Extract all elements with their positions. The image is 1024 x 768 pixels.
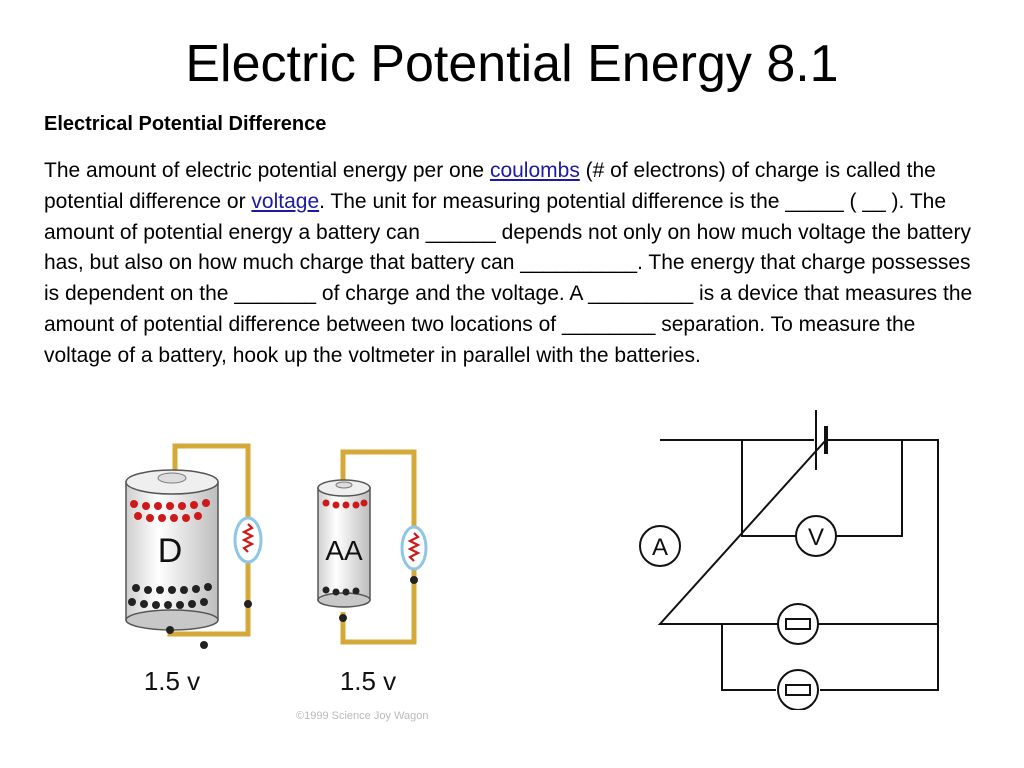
- d-battery-label: D: [158, 532, 183, 570]
- aa-battery-label: AA: [325, 535, 363, 566]
- voltmeter-label: V: [808, 524, 824, 551]
- battery-illustration: D AA 1.5 v 1.5 v: [125, 443, 428, 696]
- aa-voltage-label: 1.5 v: [340, 666, 396, 696]
- battery-cell-symbol: [815, 410, 828, 470]
- image-credit: ©1999 Science Joy Wagon: [296, 710, 429, 722]
- body-paragraph: The amount of electric potential energy …: [44, 156, 974, 426]
- bulb-symbol-lower: [777, 669, 819, 710]
- bulb-symbol-upper: [777, 603, 819, 645]
- paragraph-text-2: (# of electrons) of charge is called the…: [44, 159, 936, 213]
- slide-title: Electric Potential Energy 8.1: [185, 35, 839, 93]
- circuit-diagram: A V: [639, 410, 939, 710]
- d-battery: D: [125, 469, 252, 649]
- paragraph-text-3: . The unit for measuring potential diffe…: [44, 189, 973, 367]
- ammeter-symbol: A: [639, 525, 681, 567]
- coulombs-link[interactable]: coulombs: [489, 159, 580, 182]
- section-subheading: Electrical Potential Difference: [44, 113, 327, 135]
- d-bulb-icon: [233, 516, 263, 564]
- voltmeter-symbol: V: [795, 515, 837, 557]
- ammeter-label: A: [652, 534, 668, 561]
- aa-bulb-icon: [400, 525, 428, 571]
- voltage-link[interactable]: voltage: [251, 189, 320, 213]
- paragraph-text-1: The amount of electric potential energy …: [44, 159, 490, 182]
- d-voltage-label: 1.5 v: [144, 666, 200, 696]
- aa-battery: AA: [317, 479, 418, 622]
